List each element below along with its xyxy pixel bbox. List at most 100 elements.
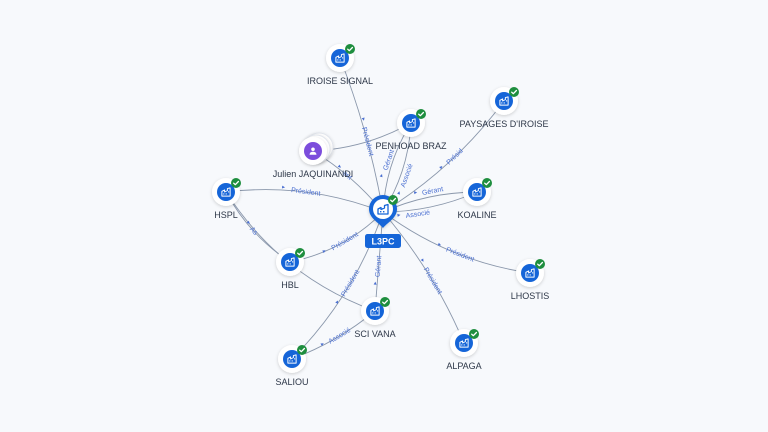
edge-arrow-icon [413,191,418,195]
node-label: HSPL [214,210,238,220]
check-badge-icon [231,178,241,188]
graph-node-alpaga[interactable]: ALPAGA [446,329,482,371]
edge-arrow-icon [420,258,424,262]
edge-labels-layer: PrésidentGérantAssociéPrésidGérantAssoci… [246,117,475,347]
node-icon-bg [521,264,539,282]
node-label: IROISE SIGNAL [307,76,373,86]
edge-label: Président [335,269,361,304]
edge-label-text: Associé [400,163,415,189]
check-badge-icon [388,195,398,205]
edge-label: Président [437,242,475,264]
edge-label: Présid [439,148,465,170]
node-label: PAYSAGES D'IROISE [460,119,549,129]
edge-arrow-icon [281,185,286,189]
node-label: SALIOU [275,377,308,387]
edge-line [382,211,465,344]
node-label: Julien JAQUINANDI [273,169,354,179]
check-badge-icon [535,259,545,269]
edge-arrow-icon [361,117,365,121]
edge-label-text: Gérant [422,186,444,197]
node-icon-bg [455,334,473,352]
node-icon-bg [281,253,299,271]
node-label: SCI VANA [354,329,395,339]
graph-node-hspl[interactable]: HSPL [212,178,241,220]
edge-label: Associé [320,327,352,347]
node-label: PENHOAD BRAZ [375,141,447,151]
edge-arrow-icon [397,191,400,195]
edge-line [225,191,291,263]
edge-label: Président [281,185,321,198]
edge-label-text: Gérant [382,149,396,172]
edge-label-text: Président [445,246,475,263]
center-label: L3PC [371,237,395,247]
edge-arrow-icon [439,165,443,170]
edge-line [291,211,384,360]
check-badge-icon [416,109,426,119]
edge-label: As [246,220,259,237]
edge-arrow-icon [322,250,326,254]
edge-label: Associé [397,209,431,220]
node-icon-bg [366,302,384,320]
edge-arrow-icon [335,300,339,304]
check-badge-icon [295,248,305,258]
edge-label: Gérant [373,255,384,285]
edge-label-text: Président [291,187,321,198]
graph-node-koaline[interactable]: KOALINE [457,178,497,220]
edge-line [225,189,384,213]
building-icon [377,203,389,215]
node-label: HBL [281,280,299,290]
graph-node-iroise-signal[interactable]: IROISE SIGNAL [307,44,373,86]
edge-line [382,211,531,274]
edge-label-text: Associé [327,327,352,346]
edge-label-text: As [248,226,259,237]
center-pin[interactable]: L3PC [365,195,401,248]
edge-label-text: Président [422,267,443,296]
edge-arrow-icon [320,343,324,347]
check-badge-icon [469,329,479,339]
node-icon-bg [331,49,349,67]
nodes-layer: IROISE SIGNAL PENHOAD BRAZ PAYSAGES D'IROI… [212,44,549,387]
edge-arrow-icon [437,242,442,246]
graph-node-sci-vana[interactable]: SCI VANA [354,297,396,339]
center-node[interactable]: L3PC [365,195,401,248]
graph-node-julien-jaquinandi[interactable]: Julien JAQUINANDI [273,132,354,179]
edge-label-text: Président [340,269,361,298]
check-badge-icon [345,44,355,54]
edge-label-text: Présid [446,148,465,167]
edge-label: Président [420,258,443,296]
graph-node-saliou[interactable]: SALIOU [275,345,309,387]
graph-node-hbl[interactable]: HBL [276,248,305,290]
edge-label: Associé [397,163,415,195]
check-badge-icon [509,87,519,97]
node-icon-bg [495,92,513,110]
edge-label-text: Associé [405,209,430,220]
edge-arrow-icon [337,164,341,168]
edge-label-text: Gérant [375,255,384,277]
edge-label-text: Président [331,231,360,252]
edge-arrow-icon [246,220,250,224]
edge-label: Président [322,231,360,254]
edge-line [339,57,384,213]
graph-node-penhoad-braz[interactable]: PENHOAD BRAZ [375,109,447,151]
node-label: LHOSTIS [511,291,550,301]
node-label: ALPAGA [446,361,481,371]
graph-node-paysages-d-iroise[interactable]: PAYSAGES D'IROISE [460,87,549,129]
edge-arrow-icon [379,173,383,178]
edge-line [382,100,505,213]
graph-node-lhostis[interactable]: LHOSTIS [511,259,550,301]
edge-label-text: Président [360,127,374,157]
check-badge-icon [380,297,390,307]
edge-label: Gérant [379,149,396,178]
node-icon-bg [217,183,235,201]
edge-label: Gérant [413,186,444,197]
node-icon-bg [283,350,301,368]
check-badge-icon [482,178,492,188]
edge-label-text: ant [341,170,353,182]
edge-label: ant [337,164,353,182]
node-label: KOALINE [457,210,496,220]
center-label-badge [365,234,401,248]
edge-arrow-icon [373,281,377,285]
edge-arrow-icon [397,213,401,217]
node-icon-bg [468,183,486,201]
